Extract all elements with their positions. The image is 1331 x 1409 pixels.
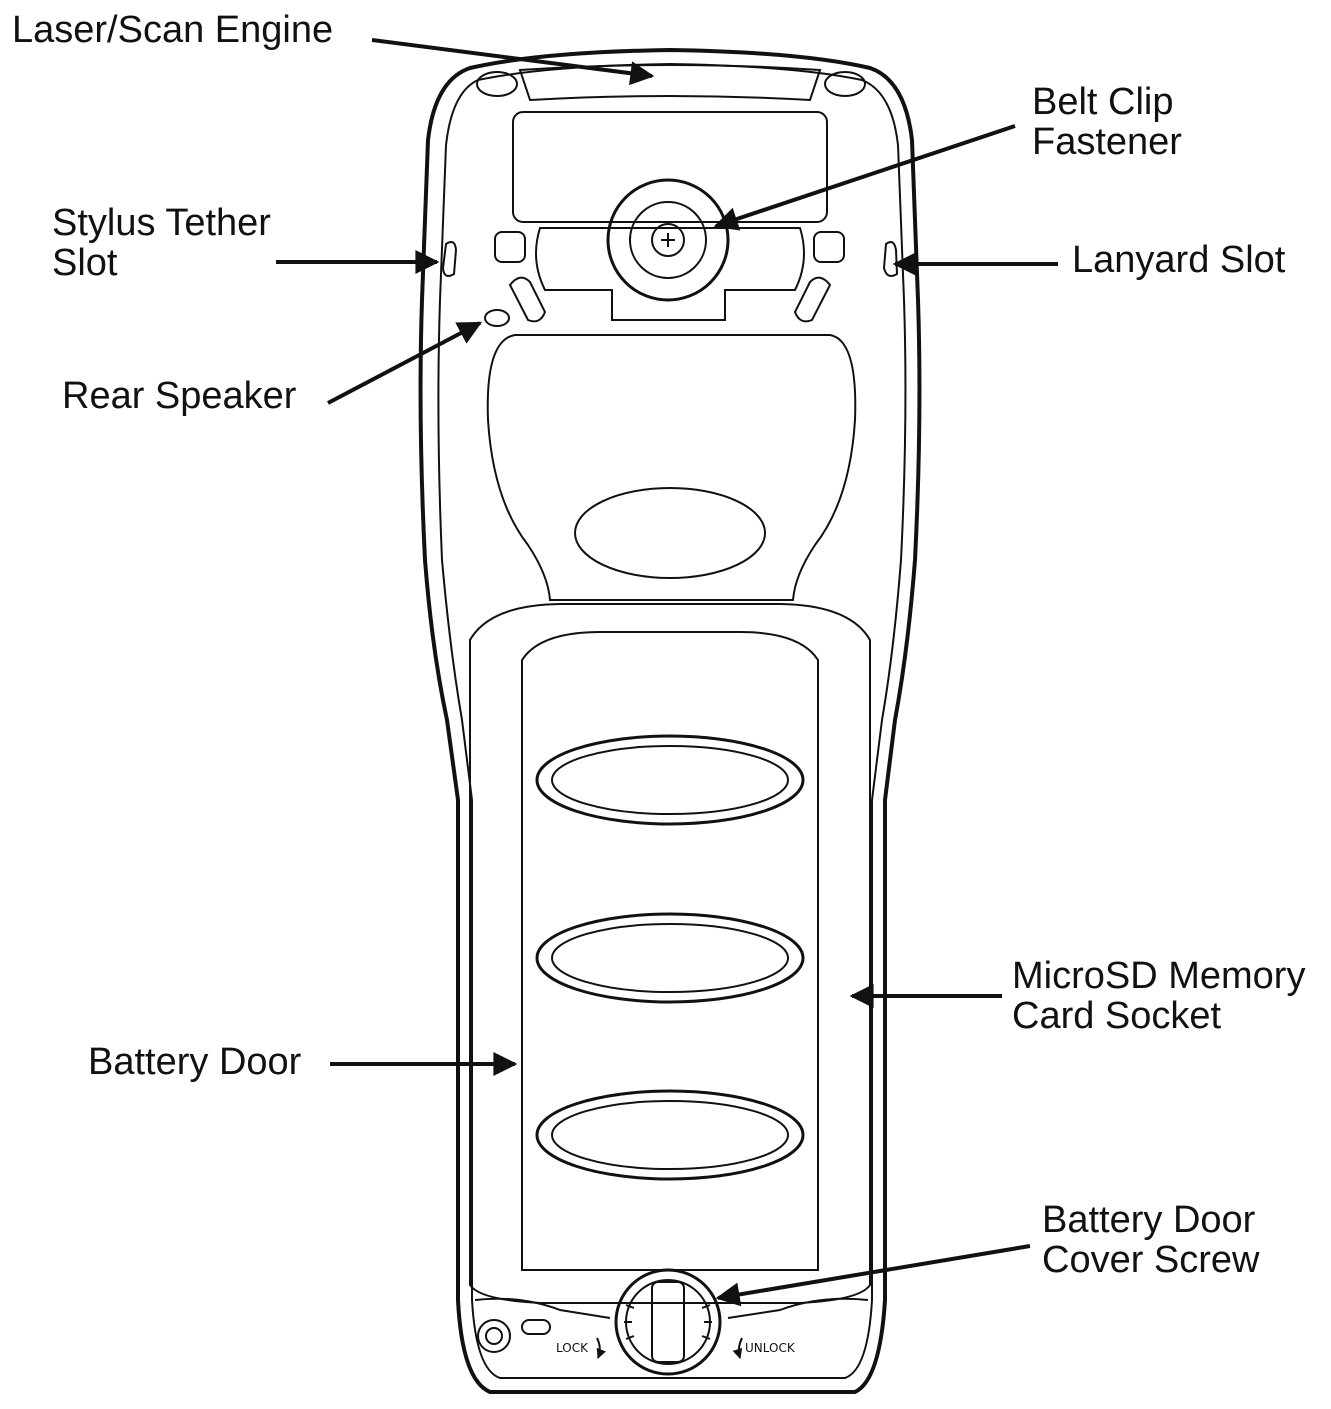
left-button: [494, 231, 526, 263]
cover-screw-mid: [625, 1279, 711, 1365]
cover-screw-outer: [614, 1268, 722, 1376]
arrow-belt-clip-fastener: [713, 124, 1016, 231]
belt-clip-fastener: [606, 178, 730, 302]
label-belt-clip-fastener: Belt Clip Fastener: [1032, 81, 1182, 163]
door-oval-2: [535, 912, 805, 1004]
label-laser-scan-engine: Laser/Scan Engine: [12, 9, 334, 51]
label-battery-door: Battery Door: [88, 1041, 302, 1083]
screw-head: [651, 223, 685, 257]
door-oval-3: [535, 1089, 805, 1181]
battery-door-panel: [521, 631, 819, 1271]
unlock-marking: UNLOCK: [745, 1341, 796, 1355]
upper-panel: [512, 111, 828, 223]
door-oval-2-inner: [551, 923, 789, 993]
cover-screw-slot: [651, 1281, 685, 1363]
grip-oval: [574, 487, 766, 579]
lock-arrow: [596, 1337, 606, 1359]
belt-clip-mount: [535, 227, 805, 321]
left-key: [508, 276, 547, 323]
door-oval-1-inner: [551, 745, 789, 815]
unlock-arrow: [732, 1337, 743, 1359]
arrow-laser-scan-engine: [371, 38, 655, 86]
label-lanyard-slot: Lanyard Slot: [1072, 239, 1286, 281]
label-stylus-tether-slot: Stylus Tether Slot: [52, 202, 271, 284]
belt-clip-fastener-inner: [629, 201, 707, 279]
bottom-led: [521, 1319, 551, 1335]
bottom-band: [474, 1297, 869, 1319]
rear-speaker: [484, 309, 510, 327]
power-button-inner: [485, 1327, 503, 1345]
device-body-inner-outline: [437, 62, 907, 1379]
device-body-outline: [418, 48, 922, 1394]
scan-window-recess: [518, 64, 822, 102]
stylus-tether-slot: [441, 241, 458, 277]
label-battery-door-cover-screw: Battery Door Cover Screw: [1042, 1199, 1260, 1281]
lanyard-slot: [882, 241, 899, 277]
label-rear-speaker: Rear Speaker: [62, 375, 297, 417]
cover-screw-notches: [624, 1304, 712, 1340]
arrow-rear-speaker: [327, 321, 483, 405]
door-oval-1: [535, 734, 805, 826]
top-right-bumper: [824, 71, 866, 97]
battery-door-frame: [469, 603, 871, 1304]
power-button: [477, 1319, 511, 1353]
lock-marking: LOCK: [556, 1341, 589, 1355]
top-left-bumper: [476, 71, 518, 97]
right-button: [813, 231, 845, 263]
door-oval-3-inner: [551, 1100, 789, 1170]
screw-cross: [661, 233, 675, 247]
right-key: [793, 276, 832, 323]
label-microsd-socket: MicroSD Memory Card Socket: [1012, 955, 1306, 1037]
arrow-battery-door-cover-screw: [715, 1244, 1031, 1307]
grip-panel: [486, 334, 857, 601]
